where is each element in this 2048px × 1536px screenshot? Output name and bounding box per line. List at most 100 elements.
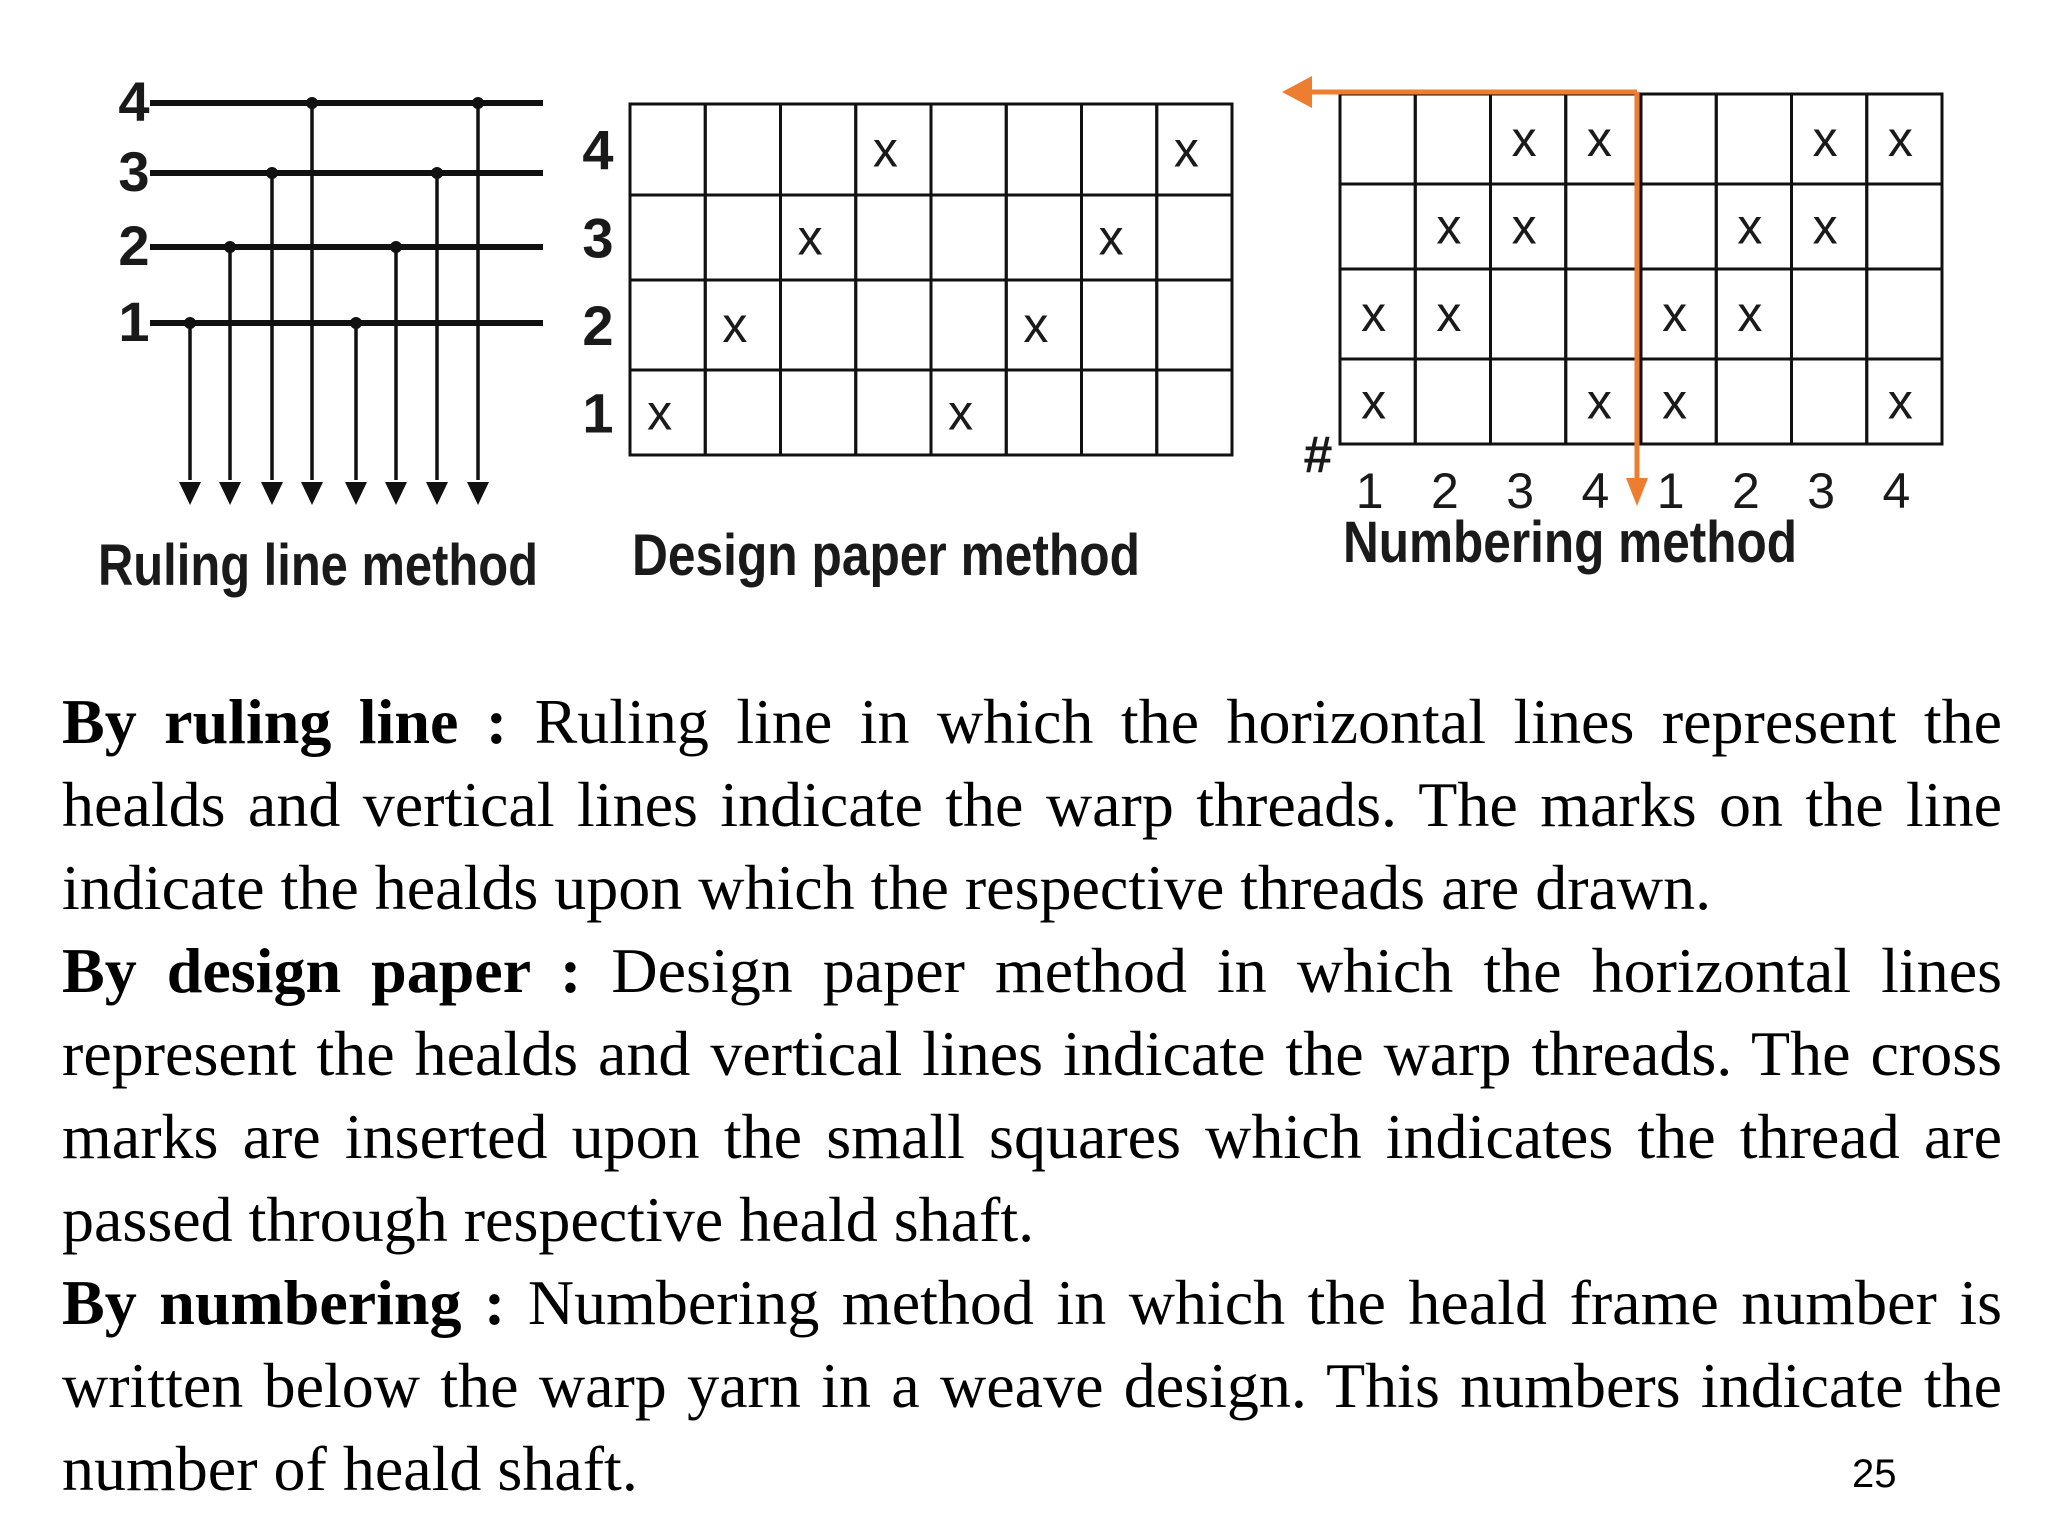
design-cell xyxy=(628,278,707,372)
design-cell xyxy=(779,278,858,372)
design-mark: x xyxy=(1023,297,1048,353)
heald-number-1: 1 xyxy=(118,290,149,353)
column-number: 2 xyxy=(1732,463,1760,519)
numbering-mark: x xyxy=(1888,374,1913,430)
design-cell xyxy=(929,278,1008,372)
numbering-cell xyxy=(1790,357,1869,446)
design-row-number-2: 2 xyxy=(582,294,613,357)
numbering-mark: x xyxy=(1662,286,1687,342)
orange-arrowhead-down xyxy=(1626,478,1648,506)
design-mark: x xyxy=(722,297,747,353)
design-cell xyxy=(1080,278,1159,372)
numbering-mark: x xyxy=(1512,111,1537,167)
design-cell xyxy=(703,368,782,457)
design-cell xyxy=(628,193,707,282)
heald-number-4: 4 xyxy=(118,70,149,133)
numbering-mark: x xyxy=(1587,111,1612,167)
design-cell xyxy=(854,193,933,282)
design-cell xyxy=(854,278,933,372)
numbering-paragraph: By numbering : Numbering method in which… xyxy=(62,1261,2002,1510)
column-number: 1 xyxy=(1657,463,1685,519)
numbering-mark: x xyxy=(1813,199,1838,255)
design-cell xyxy=(1080,102,1159,197)
slide-number: 25 xyxy=(1852,1452,1897,1496)
numbering-cell xyxy=(1338,92,1417,186)
design-mark: x xyxy=(1174,122,1199,178)
design-cell xyxy=(1155,193,1234,282)
numbering-cell xyxy=(1714,92,1793,186)
numbering-mark: x xyxy=(1436,199,1461,255)
design-cell xyxy=(1080,368,1159,457)
numbering-cell xyxy=(1489,357,1568,446)
warp-arrow-8 xyxy=(467,482,489,505)
numbering-cell xyxy=(1639,92,1718,186)
numbering-mark: x xyxy=(1737,199,1762,255)
draft-mark-5 xyxy=(350,317,362,329)
draft-mark-6 xyxy=(390,241,402,253)
numbering-mark: x xyxy=(1436,286,1461,342)
draft-mark-7 xyxy=(431,167,443,179)
design-cell xyxy=(854,368,933,457)
numbering-cell xyxy=(1564,182,1643,271)
design-mark: x xyxy=(948,385,973,441)
design-paper-body: Design paper method in which the horizon… xyxy=(62,935,2003,1255)
design-cell xyxy=(1004,368,1083,457)
warp-arrow-5 xyxy=(345,482,367,505)
hash-sign: # xyxy=(1304,426,1333,484)
draft-mark-4 xyxy=(306,97,318,109)
numbering-cell xyxy=(1413,92,1492,186)
warp-arrow-3 xyxy=(261,482,283,505)
design-cell xyxy=(703,102,782,197)
numbering-cell xyxy=(1564,267,1643,361)
numbering-cell xyxy=(1790,267,1869,361)
design-cell xyxy=(1004,193,1083,282)
design-mark: x xyxy=(1099,210,1124,266)
ruling-line-method-label: Ruling line method xyxy=(98,533,538,598)
numbering-cell xyxy=(1338,182,1417,271)
numbering-body: Numbering method in which the heald fram… xyxy=(62,1267,2003,1504)
design-row-number-3: 3 xyxy=(582,207,613,270)
design-paper-method-label: Design paper method xyxy=(632,523,1140,588)
numbering-cell xyxy=(1714,357,1793,446)
design-cell xyxy=(929,193,1008,282)
warp-arrow-7 xyxy=(426,482,448,505)
column-number: 4 xyxy=(1581,463,1609,519)
numbering-mark: x xyxy=(1662,374,1687,430)
column-number: 1 xyxy=(1356,463,1384,519)
numbering-cell xyxy=(1865,357,1944,446)
numbering-mark: x xyxy=(1361,286,1386,342)
numbering-mark: x xyxy=(1737,286,1762,342)
design-cell xyxy=(1004,102,1083,197)
numbering-cell xyxy=(1865,182,1944,271)
ruling-line-body: Ruling line in which the horizontal line… xyxy=(62,686,2002,923)
numbering-method-label: Numbering method xyxy=(1343,510,1797,575)
orange-arrowhead-left xyxy=(1282,76,1312,108)
ruling-line-paragraph: By ruling line : Ruling line in which th… xyxy=(62,680,2002,929)
column-number: 2 xyxy=(1431,463,1459,519)
heald-number-2: 2 xyxy=(118,214,149,277)
design-cell xyxy=(1155,278,1234,372)
warp-arrow-1 xyxy=(179,482,201,505)
draft-mark-3 xyxy=(266,167,278,179)
design-row-number-1: 1 xyxy=(582,382,613,445)
design-cell xyxy=(779,368,858,457)
column-number: 3 xyxy=(1506,463,1534,519)
design-cell xyxy=(929,102,1008,197)
design-cell xyxy=(703,193,782,282)
numbering-cell xyxy=(1413,357,1492,446)
ruling-line-diagram: 4 3 2 1 xyxy=(118,70,543,505)
ruling-line-heading: By ruling line : xyxy=(62,686,508,757)
draft-mark-1 xyxy=(184,317,196,329)
design-paper-heading: By design paper : xyxy=(62,935,582,1006)
numbering-cell xyxy=(1489,267,1568,361)
numbering-mark: x xyxy=(1587,374,1612,430)
column-number: 3 xyxy=(1807,463,1835,519)
draft-mark-8 xyxy=(472,97,484,109)
numbering-mark: x xyxy=(1512,199,1537,255)
warp-arrow-6 xyxy=(385,482,407,505)
heald-number-3: 3 xyxy=(118,140,149,203)
design-mark: x xyxy=(647,385,672,441)
